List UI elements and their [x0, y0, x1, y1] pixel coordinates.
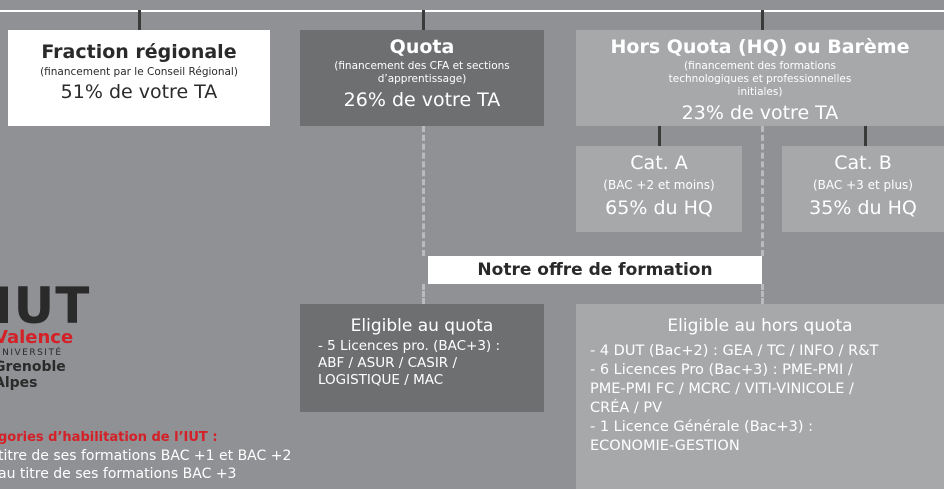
eligible-hq-line: PME-PMI FC / MCRC / VITI-VINICOLE /: [590, 381, 854, 397]
eligible-hq-line: - 6 Licences Pro (Bac+3) : PME-PMI /: [590, 362, 853, 378]
logo-alpes: Alpes: [0, 375, 38, 391]
logo-grenoble: Grenoble: [0, 359, 66, 375]
fraction-regionale-box: Fraction régionale (financement par le C…: [8, 30, 270, 126]
logo-iut: IUT: [0, 277, 91, 335]
cat-b-sub: (BAC +3 et plus): [812, 178, 913, 192]
dashed-line-hq-lower: [761, 284, 764, 304]
top-band: [0, 0, 944, 12]
cat-b-title: Cat. B: [834, 152, 892, 174]
eligible-quota-title: Eligible au quota: [350, 316, 494, 336]
iut-valence-logo: IUT Valence UNIVERSITÉ Grenoble Alpes: [0, 277, 91, 391]
cat-a-title: Cat. A: [630, 152, 688, 174]
eligible-hq-line: CRÉA / PV: [590, 400, 663, 416]
eligible-quota-line: - 5 Licences pro. (BAC+3) :: [318, 338, 501, 354]
eligible-quota-line: LOGISTIQUE / MAC: [318, 372, 444, 388]
quota-box: Quota (financement des CFA et sections d…: [300, 30, 544, 126]
cat-b-value: 35% du HQ: [809, 197, 917, 219]
quota-value: 26% de votre TA: [343, 89, 501, 111]
cat-a-box: Cat. A (BAC +2 et moins) 65% du HQ: [576, 146, 742, 232]
hq-sub: (financement des formations technologiqu…: [668, 60, 852, 98]
eligible-hq-box: Eligible au hors quota - 4 DUT (Bac+2) :…: [576, 304, 944, 489]
connector-quota: [422, 10, 425, 32]
eligible-quota-line: ABF / ASUR / CASIR /: [318, 355, 458, 371]
eligible-hq-line: - 1 Licence Générale (Bac+3) :: [590, 419, 814, 435]
logo-valence: Valence: [0, 327, 74, 348]
cat-a-value: 65% du HQ: [605, 197, 713, 219]
eligible-hq-line: ECONOMIE-GESTION: [590, 438, 740, 454]
dashed-line-quota: [422, 126, 425, 256]
connector-cat-a: [658, 126, 661, 148]
connector-fraction: [138, 10, 141, 32]
fraction-value: 51% de votre TA: [60, 81, 218, 103]
hors-quota-box: Hors Quota (HQ) ou Barème (financement d…: [576, 30, 944, 126]
cat-a-sub: (BAC +2 et moins): [603, 178, 715, 192]
fraction-title: Fraction régionale: [41, 41, 237, 63]
fraction-sub: (financement par le Conseil Régional): [40, 66, 238, 78]
quota-sub: (financement des CFA et sections d’appre…: [334, 60, 510, 85]
dashed-line-quota-lower: [422, 284, 425, 304]
eligible-hq-title: Eligible au hors quota: [667, 316, 853, 336]
offer-label: Notre offre de formation: [428, 256, 762, 284]
logo-universite: UNIVERSITÉ: [0, 348, 63, 358]
hq-title: Hors Quota (HQ) ou Barème: [610, 36, 910, 58]
connector-hq: [761, 10, 764, 32]
bottom-note-title: gories d’habilitation de l’IUT :: [0, 430, 218, 445]
hq-value: 23% de votre TA: [681, 102, 839, 124]
dashed-line-hq: [761, 126, 764, 256]
bottom-note: gories d’habilitation de l’IUT : titre d…: [0, 430, 291, 482]
quota-title: Quota: [389, 36, 455, 58]
eligible-hq-line: - 4 DUT (Bac+2) : GEA / TC / INFO / R&T: [590, 343, 879, 359]
eligible-quota-box: Eligible au quota - 5 Licences pro. (BAC…: [300, 304, 544, 412]
bottom-note-line: titre de ses formations BAC +1 et BAC +2: [0, 448, 292, 464]
cat-b-box: Cat. B (BAC +3 et plus) 35% du HQ: [782, 146, 944, 232]
bottom-note-line: au titre de ses formations BAC +3: [0, 466, 237, 482]
connector-cat-b: [864, 126, 867, 148]
